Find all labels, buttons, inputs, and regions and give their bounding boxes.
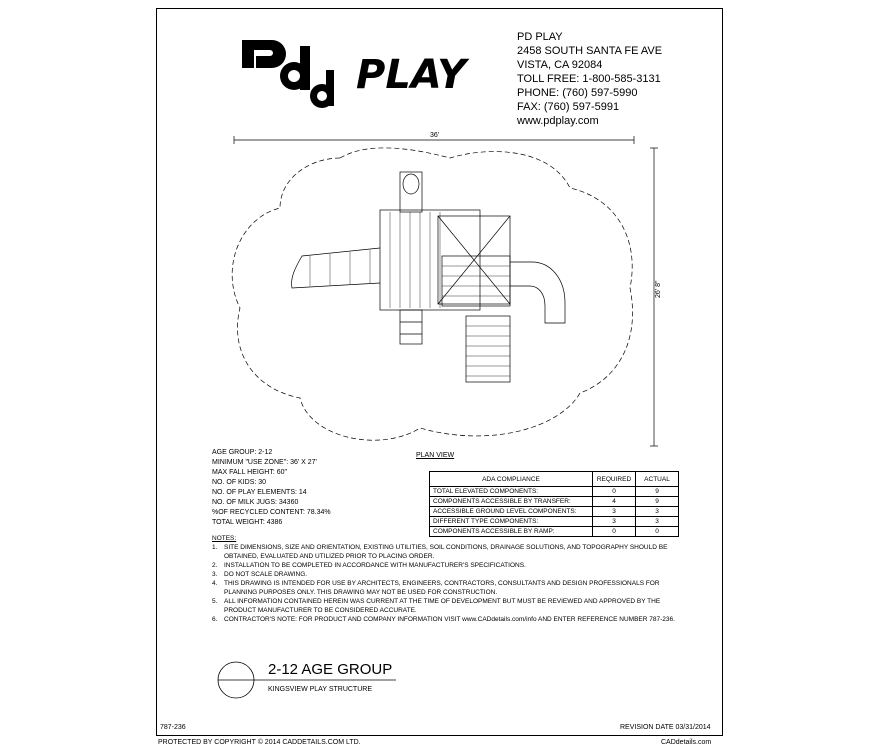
pd-play-logo: PLAY xyxy=(242,40,470,108)
width-dimension-label: 36' xyxy=(430,132,439,139)
column-header: ADA COMPLIANCE xyxy=(429,471,593,487)
note-number: 4. xyxy=(212,580,218,587)
note-text: THIS DRAWING IS INTENDED FOR USE BY ARCH… xyxy=(224,580,660,596)
actual-cell: 9 xyxy=(635,486,679,497)
curved-slide xyxy=(510,261,566,324)
table-header-row: ADA COMPLIANCE REQUIRED ACTUAL xyxy=(429,471,679,487)
reference-number: 787-236 xyxy=(160,724,186,731)
actual-cell: 0 xyxy=(635,526,679,537)
spec-item: NO. OF MILK JUGS: 34360 xyxy=(212,499,299,506)
spec-item: NO. OF KIDS: 30 xyxy=(212,479,267,486)
table-row: COMPONENTS ACCESSIBLE BY TRANSFER: 4 9 xyxy=(429,496,679,507)
note-text: CONTRACTOR'S NOTE: FOR PRODUCT AND COMPA… xyxy=(224,616,675,623)
note-item: 5. ALL INFORMATION CONTAINED HEREIN WAS … xyxy=(212,597,692,615)
footer-website[interactable]: CADdetails.com xyxy=(661,739,712,746)
spec-item: %OF RECYCLED CONTENT: 78.34% xyxy=(212,509,331,516)
note-item: 2. INSTALLATION TO BE COMPLETED IN ACCOR… xyxy=(212,561,692,570)
note-item: 3. DO NOT SCALE DRAWING. xyxy=(212,570,692,579)
actual-cell: 3 xyxy=(635,516,679,527)
row-label: DIFFERENT TYPE COMPONENTS: xyxy=(429,516,593,527)
column-header: ACTUAL xyxy=(635,471,679,487)
copyright-notice: PROTECTED BY COPYRIGHT © 2014 CADDETAILS… xyxy=(158,739,361,746)
company-fax: FAX: (760) 597-5991 xyxy=(517,101,620,113)
table-row: COMPONENTS ACCESSIBLE BY RAMP: 0 0 xyxy=(429,526,679,537)
tower xyxy=(399,171,423,213)
note-text: ALL INFORMATION CONTAINED HEREIN WAS CUR… xyxy=(224,598,661,614)
company-toll-free: TOLL FREE: 1-800-585-3131 xyxy=(517,73,661,85)
spec-item: TOTAL WEIGHT: 4386 xyxy=(212,519,283,526)
stairs xyxy=(465,315,511,383)
note-item: 6. CONTRACTOR'S NOTE: FOR PRODUCT AND CO… xyxy=(212,615,692,624)
logo-wordmark: PLAY xyxy=(356,52,470,98)
spec-list: AGE GROUP: 2-12 MINIMUM "USE ZONE": 36' … xyxy=(212,448,331,528)
revision-date: REVISION DATE 03/31/2014 xyxy=(620,724,711,731)
note-number: 3. xyxy=(212,571,218,578)
plan-view-drawing: 36' 26' 8" xyxy=(231,132,662,447)
lower-platform xyxy=(441,255,511,307)
row-label: ACCESSIBLE GROUND LEVEL COMPONENTS: xyxy=(429,506,593,517)
table-row: DIFFERENT TYPE COMPONENTS: 3 3 xyxy=(429,516,679,527)
table-row: ACCESSIBLE GROUND LEVEL COMPONENTS: 3 3 xyxy=(429,506,679,517)
height-dimension-label: 26' 8" xyxy=(655,280,662,298)
note-number: 5. xyxy=(212,598,218,605)
row-label: TOTAL ELEVATED COMPONENTS: xyxy=(429,486,593,497)
row-label: COMPONENTS ACCESSIBLE BY TRANSFER: xyxy=(429,496,593,507)
company-name: PD PLAY xyxy=(517,31,563,43)
spec-item: MINIMUM "USE ZONE": 36' X 27' xyxy=(212,459,317,466)
company-address-line1: 2458 SOUTH SANTA FE AVE xyxy=(517,45,663,57)
required-cell: 3 xyxy=(592,506,636,517)
spec-item: MAX FALL HEIGHT: 60" xyxy=(212,469,287,476)
wave-slide xyxy=(291,247,381,289)
note-number: 1. xyxy=(212,544,218,551)
ada-compliance-table: ADA COMPLIANCE REQUIRED ACTUAL TOTAL ELE… xyxy=(429,471,679,537)
note-number: 2. xyxy=(212,562,218,569)
required-cell: 4 xyxy=(592,496,636,507)
spec-item: AGE GROUP: 2-12 xyxy=(212,449,273,456)
note-number: 6. xyxy=(212,616,218,623)
company-address-line2: VISTA, CA 92084 xyxy=(517,59,603,71)
main-deck xyxy=(379,209,481,311)
drawing-title: 2-12 AGE GROUP xyxy=(268,661,393,678)
tube-slide xyxy=(399,309,423,345)
drawing-sheet-border xyxy=(156,8,723,736)
note-item: 1. SITE DIMENSIONS, SIZE AND ORIENTATION… xyxy=(212,543,692,561)
required-cell: 0 xyxy=(592,486,636,497)
actual-cell: 3 xyxy=(635,506,679,517)
title-block-symbol xyxy=(217,661,396,699)
required-cell: 3 xyxy=(592,516,636,527)
actual-cell: 9 xyxy=(635,496,679,507)
column-header: REQUIRED xyxy=(592,471,636,487)
company-contact: PD PLAY 2458 SOUTH SANTA FE AVE VISTA, C… xyxy=(517,30,662,128)
notes-header: NOTES: xyxy=(212,535,237,542)
table-row: TOTAL ELEVATED COMPONENTS: 0 9 xyxy=(429,486,679,497)
company-website[interactable]: www.pdplay.com xyxy=(517,115,599,127)
notes-section: NOTES: 1. SITE DIMENSIONS, SIZE AND ORIE… xyxy=(212,534,692,624)
note-text: DO NOT SCALE DRAWING. xyxy=(224,571,308,578)
company-phone: PHONE: (760) 597-5990 xyxy=(517,87,638,99)
plan-view-label: PLAN VIEW xyxy=(416,452,455,459)
drawing-subtitle: KINGSVIEW PLAY STRUCTURE xyxy=(268,686,372,693)
note-text: SITE DIMENSIONS, SIZE AND ORIENTATION, E… xyxy=(224,544,668,560)
note-text: INSTALLATION TO BE COMPLETED IN ACCORDAN… xyxy=(224,562,526,569)
use-zone-outline xyxy=(231,147,633,441)
spec-item: NO. OF PLAY ELEMENTS: 14 xyxy=(212,489,307,496)
note-item: 4. THIS DRAWING IS INTENDED FOR USE BY A… xyxy=(212,579,692,597)
